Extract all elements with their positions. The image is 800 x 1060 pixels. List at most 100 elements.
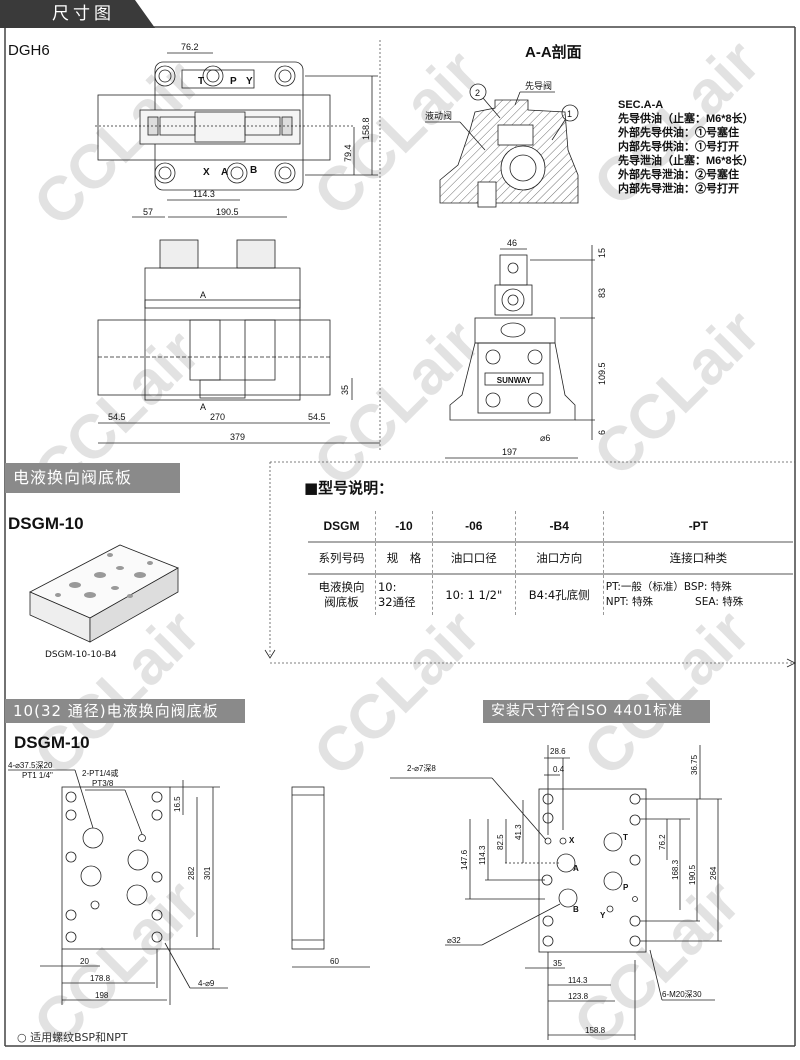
svg-text:198: 198 [95,991,109,1000]
svg-text:6: 6 [597,430,607,435]
section-notes: SEC.A-A 先导供油（止塞：M6*8长） 外部先导供油：①号塞住 内部先导供… [617,99,754,195]
svg-text:28.6: 28.6 [550,747,566,756]
svg-text:83: 83 [597,288,607,298]
svg-text:A: A [200,402,206,412]
page-frame [4,26,796,1047]
dotted-dividers [269,40,795,664]
value-size: 10:32通径 [374,573,433,615]
name-conn: 连接口种类 [602,541,793,574]
svg-text:178.8: 178.8 [90,974,111,983]
section-bar-subplate: 电液换向阀底板 [5,463,180,493]
svg-text:PT3/8: PT3/8 [92,779,114,788]
code-conn: -PT [602,511,793,542]
svg-text:A: A [200,290,206,300]
svg-text:57: 57 [143,207,153,217]
arrow-right-icon [786,658,796,668]
svg-text:⌀32: ⌀32 [447,936,461,945]
svg-text:T: T [198,76,204,87]
svg-text:内部先导供油：①号打开: 内部先导供油：①号打开 [618,139,739,153]
svg-text:0.4: 0.4 [553,765,565,774]
svg-text:197: 197 [502,447,517,457]
header-tab: 尺寸图 [0,0,155,28]
svg-text:先导供油（止塞：M6*8长）: 先导供油（止塞：M6*8长） [618,111,754,125]
svg-text:282: 282 [187,866,196,880]
section-bar-plate: 10(32 通径)电液换向阀底板 [5,699,245,723]
svg-text:158.8: 158.8 [585,1026,606,1035]
svg-text:A: A [221,167,228,178]
value-port: 10: 1 1/2" [431,573,516,615]
svg-text:301: 301 [203,866,212,880]
svg-text:1: 1 [567,109,572,119]
svg-text:B: B [573,905,579,914]
svg-text:SEC.A-A: SEC.A-A [618,99,663,111]
plate-model: DSGM-10 [14,733,90,752]
model-label: DGH6 [8,42,50,59]
svg-text:123.8: 123.8 [568,992,589,1001]
svg-text:190.5: 190.5 [216,207,239,217]
model-explain-title: ■型号说明： [304,479,394,497]
svg-text:114.3: 114.3 [193,189,215,199]
svg-text:35: 35 [340,385,350,395]
svg-text:A: A [573,864,579,873]
svg-text:79.4: 79.4 [343,144,353,162]
svg-text:内部先导泄油：②号打开: 内部先导泄油：②号打开 [618,181,739,195]
svg-text:379: 379 [230,432,245,442]
svg-text:114.3: 114.3 [478,845,487,865]
svg-text:15: 15 [597,248,607,258]
svg-text:4-⌀9: 4-⌀9 [198,979,215,988]
section-a-a: 2 1 先导阀 液动阀 [425,80,579,208]
svg-text:先导泄油（止塞：M6*8长）: 先导泄油（止塞：M6*8长） [618,153,754,167]
svg-text:4-⌀37.5深20: 4-⌀37.5深20 [8,761,53,770]
svg-text:168.3: 168.3 [671,859,680,880]
code-series: DSGM [323,519,360,533]
svg-text:2: 2 [475,88,480,98]
svg-text:2-PT1/4或: 2-PT1/4或 [82,768,118,778]
svg-text:41.3: 41.3 [514,824,523,840]
svg-text:82.5: 82.5 [496,834,505,850]
svg-text:Y: Y [246,76,253,87]
side-view: SUNWAY 46 15 83 109.5 6 ⌀6 197 [445,238,607,459]
svg-text:36.75: 36.75 [690,754,699,775]
code-port: -06 [431,511,516,542]
top-view: T P Y X A B 76.2 114.3 57 190.5 79.4 158… [95,42,378,218]
svg-text:⌀6: ⌀6 [540,433,550,443]
svg-text:158.8: 158.8 [361,117,371,140]
svg-text:P: P [230,76,237,87]
svg-text:109.5: 109.5 [597,362,607,385]
svg-text:Y: Y [600,911,606,920]
svg-text:46: 46 [507,238,517,248]
svg-text:6-M20深30: 6-M20深30 [662,990,702,999]
svg-text:114.3: 114.3 [568,976,588,985]
svg-text:20: 20 [80,957,89,966]
svg-text:外部先导供油：①号塞住: 外部先导供油：①号塞住 [617,125,739,139]
section-bar-iso: 安装尺寸符合ISO 4401标准 [483,700,710,723]
svg-text:35: 35 [553,959,562,968]
svg-text:X: X [569,836,575,845]
bolt-holes [154,65,296,184]
footer-note: ○ 适用螺纹BSP和NPT [17,1031,128,1044]
svg-text:76.2: 76.2 [658,834,667,850]
model-code-table: DSGM -10 -06 -B4 -PT 系列号码 规 格 油口口径 油口方向 … [308,511,793,615]
svg-text:T: T [623,833,628,842]
svg-text:PT1 1/4": PT1 1/4" [22,771,53,780]
subplate-model: DSGM-10 [8,514,84,533]
svg-text:X: X [203,167,210,178]
svg-text:76.2: 76.2 [181,42,199,52]
front-view: A A 35 54.5 270 54.5 379 [97,239,380,444]
svg-text:B: B [250,165,257,176]
dimensions: 76.2 114.3 57 190.5 79.4 158.8 [132,42,378,218]
subplate-caption: DSGM-10-10-B4 [45,650,117,660]
name-port: 油口口径 [431,541,516,574]
svg-text:190.5: 190.5 [688,864,697,885]
name-direction: 油口方向 [514,541,604,574]
value-series: 电液换向阀底板 [308,573,376,615]
value-direction: B4:4孔底侧 [514,573,604,615]
iso-plate-drawing: 2-⌀7深8 ⌀32 6-M20深30 X A B T P Y 28.6 0.4… [390,745,722,1040]
brand-logo: SUNWAY [497,376,532,385]
svg-text:16.5: 16.5 [173,796,182,812]
arrow-down-icon [264,649,276,659]
svg-text:2-⌀7深8: 2-⌀7深8 [407,764,436,773]
plate-drawing: 4-⌀37.5深20 PT1 1/4" 2-PT1/4或 PT3/8 16.5 … [8,761,228,1005]
plate-side-view: 60 [291,786,370,968]
